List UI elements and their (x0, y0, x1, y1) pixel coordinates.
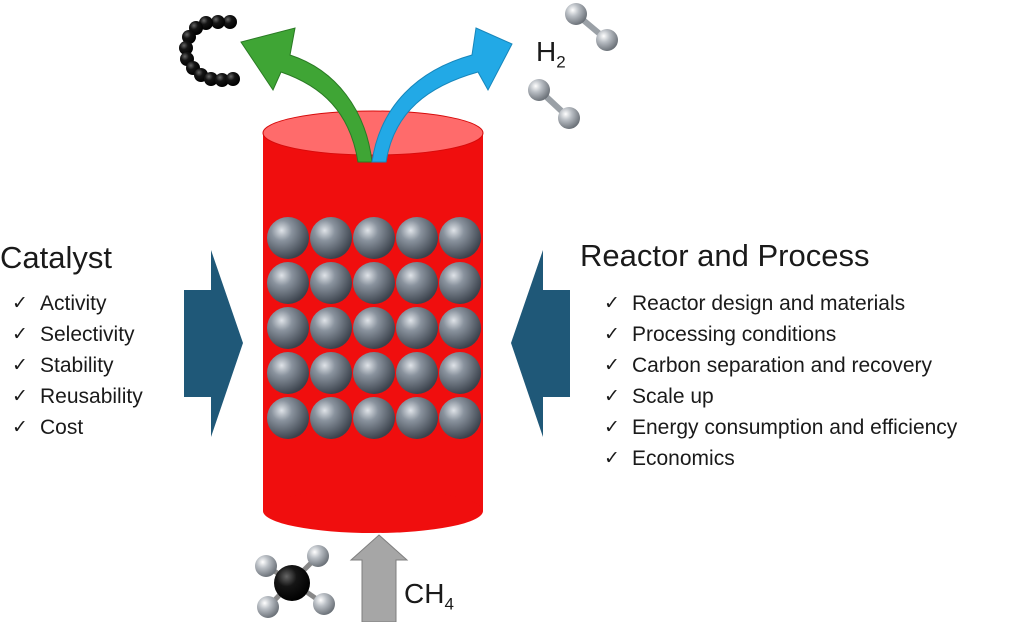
carbon-atom (223, 15, 237, 29)
catalyst-sphere (439, 397, 481, 439)
catalyst-sphere (267, 397, 309, 439)
catalyst-sphere (396, 262, 438, 304)
hydrogen-label-base: H (536, 36, 557, 67)
check-icon: ✓ (604, 448, 620, 469)
methane-molecule-icon (255, 545, 335, 618)
check-icon: ✓ (604, 293, 620, 314)
checklist-item-label: Reactor design and materials (632, 292, 906, 315)
checklist-item-label: Reusability (40, 385, 143, 408)
check-icon: ✓ (604, 324, 620, 345)
checklist-item: ✓ Energy consumption and efficiency (604, 412, 957, 443)
checklist-item: ✓ Cost (12, 412, 143, 443)
catalyst-sphere (310, 352, 352, 394)
catalyst-sphere (439, 307, 481, 349)
checklist-item: ✓ Selectivity (12, 319, 143, 350)
checklist-item: ✓ Processing conditions (604, 319, 957, 350)
reactor-process-panel: Reactor and Process ✓ Reactor design and … (580, 238, 957, 474)
check-icon: ✓ (12, 324, 28, 345)
catalyst-sphere (310, 217, 352, 259)
checklist-item: ✓ Stability (12, 350, 143, 381)
catalyst-sphere (267, 262, 309, 304)
catalyst-panel: Catalyst ✓ Activity ✓ Selectivity ✓ Stability… (0, 240, 143, 443)
hydrogen-molecule-icon (528, 79, 580, 129)
catalyst-bed (267, 217, 481, 439)
hydrogen-output-arrow (371, 27, 513, 163)
carbon-atom (182, 30, 196, 44)
catalyst-sphere (353, 352, 395, 394)
carbon-atom (204, 72, 218, 86)
checklist-item: ✓ Activity (12, 288, 143, 319)
check-icon: ✓ (12, 355, 28, 376)
catalyst-sphere (267, 217, 309, 259)
checklist-item: ✓ Reusability (12, 381, 143, 412)
checklist-item-label: Activity (40, 292, 107, 315)
check-icon: ✓ (12, 293, 28, 314)
carbon-atom (226, 72, 240, 86)
hydrogen-label-subscript: 2 (556, 52, 566, 72)
catalyst-sphere (439, 352, 481, 394)
carbon-chain-icon (179, 15, 240, 87)
checklist-item: ✓ Scale up (604, 381, 957, 412)
check-icon: ✓ (604, 355, 620, 376)
methane-feed-arrow (349, 534, 409, 622)
checklist-item: ✓ Economics (604, 443, 957, 474)
checklist-item-label: Carbon separation and recovery (632, 354, 933, 377)
catalyst-sphere (396, 217, 438, 259)
checklist-item-label: Cost (40, 416, 84, 439)
carbon-atom (179, 41, 193, 55)
catalyst-sphere (267, 352, 309, 394)
catalyst-sphere (310, 397, 352, 439)
catalyst-sphere (396, 352, 438, 394)
checklist-item-label: Scale up (632, 385, 714, 408)
checklist-item: ✓ Reactor design and materials (604, 288, 957, 319)
methane-label: CH4 (404, 578, 454, 615)
catalyst-sphere (310, 307, 352, 349)
catalyst-sphere (439, 217, 481, 259)
catalyst-list: ✓ Activity ✓ Selectivity ✓ Stability ✓ Reusabil… (12, 288, 143, 443)
checklist-item: ✓ Carbon separation and recovery (604, 350, 957, 381)
checklist-item-label: Stability (40, 354, 114, 377)
checklist-item-label: Selectivity (40, 323, 135, 346)
reactor-process-title: Reactor and Process (580, 238, 870, 273)
methane-label-subscript: 4 (444, 594, 454, 614)
catalyst-sphere (396, 397, 438, 439)
carbon-atom (215, 73, 229, 87)
check-icon: ✓ (604, 417, 620, 438)
catalyst-sphere (267, 307, 309, 349)
methane-label-base: CH (404, 578, 445, 609)
catalyst-sphere (396, 307, 438, 349)
catalyst-title: Catalyst (0, 240, 112, 275)
hydrogen-molecule-icon (565, 3, 618, 51)
carbon-output-arrow (240, 27, 373, 163)
catalyst-sphere (353, 397, 395, 439)
process-input-arrow (511, 250, 570, 437)
checklist-item-label: Energy consumption and efficiency (632, 416, 958, 439)
hydrogen-label: H2 (536, 36, 566, 73)
catalyst-sphere (439, 262, 481, 304)
catalyst-input-arrow (184, 250, 243, 437)
carbon-atom (211, 15, 225, 29)
catalyst-sphere (353, 217, 395, 259)
check-icon: ✓ (12, 386, 28, 407)
catalyst-sphere (353, 307, 395, 349)
checklist-item-label: Economics (632, 447, 735, 470)
check-icon: ✓ (604, 386, 620, 407)
catalyst-sphere (353, 262, 395, 304)
reactor-process-list: ✓ Reactor design and materials ✓ Processing… (604, 288, 957, 474)
check-icon: ✓ (12, 417, 28, 438)
checklist-item-label: Processing conditions (632, 323, 837, 346)
catalyst-sphere (310, 262, 352, 304)
